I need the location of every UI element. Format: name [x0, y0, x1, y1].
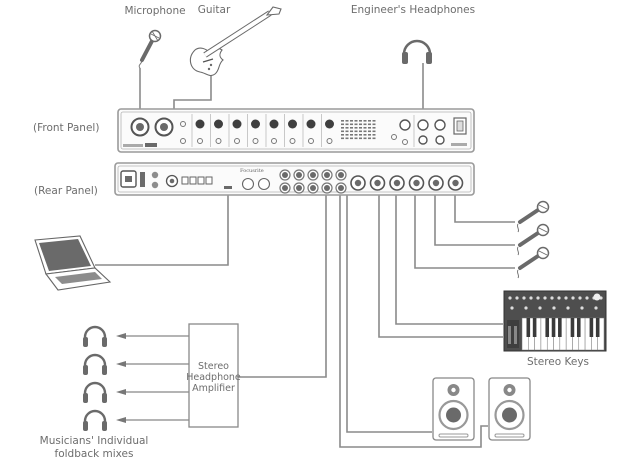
monitor-speaker-icon — [488, 377, 531, 441]
input-button — [252, 138, 259, 144]
engineers-headphones-label: Engineer's Headphones — [350, 4, 476, 16]
front-panel-label: (Front Panel) — [33, 122, 100, 134]
gain-knob — [251, 119, 260, 129]
gain-knob — [195, 119, 205, 129]
guitar-icon — [189, 6, 282, 77]
foldback-headphones-icon — [83, 381, 107, 403]
rear-panel-device: Focusrite — [114, 162, 475, 196]
amp-label-line2: Headphone — [186, 372, 241, 383]
input-button — [234, 138, 240, 144]
rear-panel-label: (Rear Panel) — [34, 185, 98, 197]
musicians-label-line2: foldback mixes — [54, 448, 134, 460]
rear-brand-text: Focusrite — [240, 168, 264, 174]
arrow-head-icon — [116, 361, 126, 367]
input-button — [308, 138, 314, 144]
microphone-icon — [138, 29, 162, 69]
foldback-headphones-icon — [83, 325, 107, 347]
wire-speaker-right — [339, 190, 488, 448]
guitar-label: Guitar — [197, 4, 231, 16]
foldback-headphones-icon — [83, 409, 107, 431]
wire-headphone-amp — [238, 190, 327, 378]
arrow-head-icon — [116, 333, 126, 339]
amp-label-line1: Stereo — [198, 361, 229, 372]
wire-mic-a — [454, 190, 515, 223]
wire-mic-c — [414, 190, 515, 269]
gain-knob — [325, 119, 334, 129]
headphone-amplifier-box: Stereo Headphone Amplifier — [186, 323, 241, 428]
gain-knob — [288, 119, 297, 129]
external-microphone-icon — [516, 200, 550, 233]
wire-keys-right — [395, 190, 503, 325]
musicians-label-line1: Musicians' Individual — [39, 435, 149, 447]
wire-laptop-usb — [95, 190, 229, 266]
microphone-label: Microphone — [124, 5, 186, 17]
gain-knob — [306, 119, 316, 129]
engineer-headphones-icon — [402, 39, 432, 64]
input-button — [289, 138, 296, 144]
stereo-keys-icon — [503, 290, 607, 352]
input-button — [197, 138, 203, 144]
arrow-head-icon — [116, 417, 126, 423]
gain-knob — [214, 119, 223, 129]
external-microphone-icon — [516, 223, 550, 256]
stereo-keys-label: Stereo Keys — [526, 356, 590, 368]
wires — [95, 63, 515, 448]
monitor-speaker-icon — [432, 377, 475, 441]
front-panel-device — [117, 108, 475, 153]
wire-keys-left — [378, 190, 503, 338]
wire-mic-b — [434, 190, 515, 246]
arrow-head-icon — [116, 389, 126, 395]
gain-knob — [269, 119, 279, 129]
input-button — [215, 138, 222, 144]
input-button — [326, 138, 333, 144]
input-button — [271, 138, 277, 144]
laptop-icon — [34, 235, 112, 291]
external-microphone-icon — [516, 246, 550, 279]
wire-speaker-left — [346, 190, 432, 433]
foldback-headphones-icon — [83, 353, 107, 375]
amp-label-line3: Amplifier — [192, 383, 235, 394]
gain-knob — [232, 119, 242, 129]
